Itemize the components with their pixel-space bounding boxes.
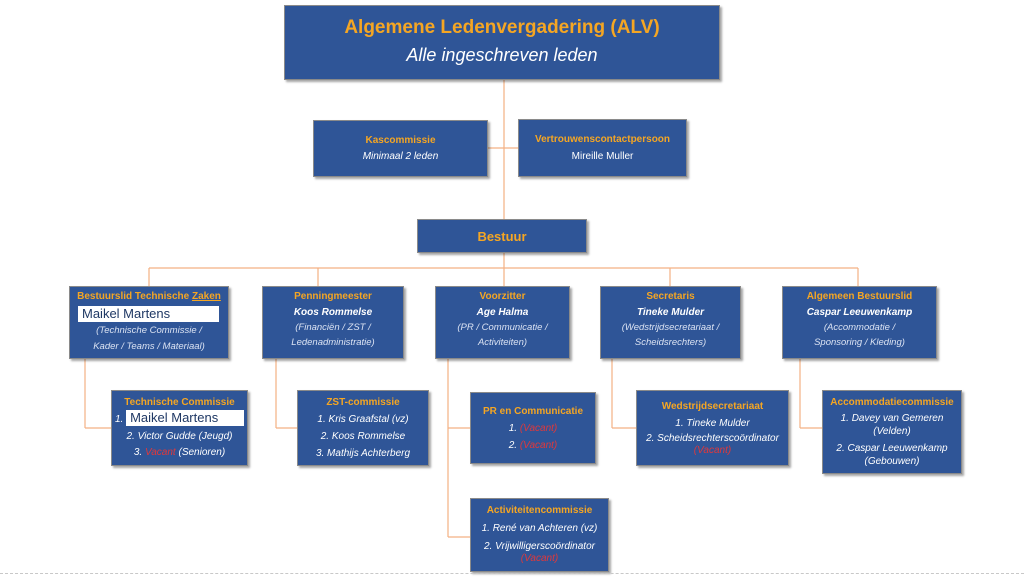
zst-title: ZST-commissie bbox=[326, 397, 400, 408]
kascommissie-text: Minimaal 2 leden bbox=[362, 151, 439, 162]
title-underlined: Zaken bbox=[191, 291, 221, 302]
wedstrijd-line3-vacant: (Vacant) bbox=[693, 445, 732, 456]
zst-line1: 1. Kris Graafstal (vz) bbox=[317, 414, 409, 425]
vertrouwens-box: Vertrouwenscontactpersoon Mireille Mulle… bbox=[518, 119, 687, 177]
wedstrijd-line2: 2. Scheidsrechterscoördinator bbox=[646, 433, 779, 444]
zst-line2: 2. Koos Rommelse bbox=[320, 431, 406, 442]
techcom-title: Technische Commissie bbox=[124, 397, 235, 408]
pr-title: PR en Communicatie bbox=[482, 406, 584, 417]
kascommissie-title: Kascommissie bbox=[365, 135, 436, 146]
techcom-line1-num: 1. bbox=[114, 414, 124, 425]
board-voorzitter: Voorzitter Age Halma (PR / Communicatie … bbox=[435, 286, 570, 359]
board-algemeen-name: Caspar Leeuwenkamp bbox=[806, 307, 913, 318]
board-penningmeester-sub2: Ledenadministratie) bbox=[291, 337, 375, 348]
board-secretaris-name: Tineke Mulder bbox=[636, 307, 705, 318]
accommodatie-line2b: (Gebouwen) bbox=[864, 456, 920, 467]
activiteiten-title: Activiteitencommissie bbox=[486, 505, 593, 516]
page-bottom-divider bbox=[0, 573, 1024, 574]
board-penningmeester-title: Penningmeester bbox=[294, 291, 372, 302]
board-secretaris: Secretaris Tineke Mulder (Wedstrijdsecre… bbox=[600, 286, 741, 359]
accommodatie-line1: 1. Davey van Gemeren bbox=[840, 413, 944, 424]
board-penningmeester-sub1: (Financiën / ZST / bbox=[295, 322, 371, 333]
bestuur-box: Bestuur bbox=[417, 219, 587, 253]
activiteitencommissie-box: Activiteitencommissie 1. René van Achter… bbox=[470, 498, 609, 572]
activiteiten-line3-vacant: (Vacant) bbox=[520, 553, 559, 564]
activiteiten-line1: 1. René van Achteren (vz) bbox=[481, 523, 598, 534]
pr-line1: 1. (Vacant) bbox=[471, 420, 595, 437]
accommodatie-title: Accommodatiecommissie bbox=[830, 397, 954, 408]
pr-line2: 2. (Vacant) bbox=[471, 437, 595, 454]
accommodatie-line1b: (Velden) bbox=[873, 426, 911, 437]
wedstrijd-line1: 1. Tineke Mulder bbox=[675, 418, 750, 429]
accommodatie-line2: 2. Caspar Leeuwenkamp bbox=[836, 443, 948, 454]
board-secretaris-sub2: Scheidsrechters) bbox=[634, 337, 707, 348]
board-voorzitter-name: Age Halma bbox=[476, 307, 529, 318]
board-secretaris-sub1: (Wedstrijdsecretariaat / bbox=[621, 322, 720, 333]
title-prefix: Bestuurslid Technische bbox=[77, 291, 192, 302]
vertrouwens-title: Vertrouwenscontactpersoon bbox=[534, 134, 671, 145]
techcom-line1: 1. Maikel Martens bbox=[112, 410, 247, 428]
kascommissie-box: Kascommissie Minimaal 2 leden bbox=[313, 120, 488, 177]
pr-line1-num: 1. bbox=[508, 423, 518, 434]
board-voorzitter-sub1: (PR / Communicatie / bbox=[457, 322, 548, 333]
pr-communicatie-box: PR en Communicatie 1. (Vacant) 2. (Vacan… bbox=[470, 392, 596, 464]
board-algemeen-title: Algemeen Bestuurslid bbox=[806, 291, 913, 302]
alv-box: Algemene Ledenvergadering (ALV) Alle ing… bbox=[284, 5, 720, 80]
board-technische-zaken: Bestuurslid Technische Zaken Maikel Mart… bbox=[69, 286, 229, 359]
activiteiten-line2: 2. Vrijwilligerscoördinator bbox=[484, 541, 595, 552]
board-voorzitter-title: Voorzitter bbox=[479, 291, 526, 302]
techcom-line3-rest: (Senioren) bbox=[178, 447, 226, 458]
pr-line2-num: 2. bbox=[508, 440, 518, 451]
board-technische-zaken-name: Maikel Martens bbox=[78, 306, 219, 322]
board-penningmeester: Penningmeester Koos Rommelse (Financiën … bbox=[262, 286, 404, 359]
techcom-line3-num: 3. bbox=[133, 447, 143, 458]
board-voorzitter-sub2: Activiteiten) bbox=[477, 337, 528, 348]
board-technische-zaken-sub1: (Technische Commissie / bbox=[96, 325, 202, 336]
board-algemeen-sub2: Sponsoring / Kleding) bbox=[814, 337, 905, 348]
accommodatiecommissie-box: Accommodatiecommissie 1. Davey van Gemer… bbox=[822, 390, 962, 474]
wedstrijd-title: Wedstrijdsecretariaat bbox=[661, 401, 764, 412]
board-algemeen-sub1: (Accommodatie / bbox=[823, 322, 896, 333]
techcom-line1-name: Maikel Martens bbox=[126, 410, 245, 426]
pr-line1-vacant: (Vacant) bbox=[519, 423, 558, 434]
bestuur-title: Bestuur bbox=[477, 229, 527, 244]
board-penningmeester-name: Koos Rommelse bbox=[293, 307, 373, 318]
techcom-line3: 3. Vacant (Senioren) bbox=[112, 445, 247, 461]
techcom-line2: 2. Victor Gudde (Jeugd) bbox=[126, 431, 233, 442]
alv-title: Algemene Ledenvergadering (ALV) bbox=[344, 17, 660, 38]
alv-subtitle: Alle ingeschreven leden bbox=[406, 45, 598, 65]
wedstrijdsecretariaat-box: Wedstrijdsecretariaat 1. Tineke Mulder 2… bbox=[636, 390, 789, 466]
zst-commissie-box: ZST-commissie 1. Kris Graafstal (vz) 2. … bbox=[297, 390, 429, 466]
technische-commissie-box: Technische Commissie 1. Maikel Martens 2… bbox=[111, 390, 248, 466]
board-technische-zaken-sub2: Kader / Teams / Materiaal) bbox=[93, 341, 205, 352]
board-secretaris-title: Secretaris bbox=[646, 291, 695, 302]
board-algemeen-bestuurslid: Algemeen Bestuurslid Caspar Leeuwenkamp … bbox=[782, 286, 937, 359]
pr-line2-vacant: (Vacant) bbox=[519, 440, 558, 451]
zst-line3: 3. Mathijs Achterberg bbox=[315, 448, 411, 459]
vertrouwens-text: Mireille Muller bbox=[571, 151, 634, 162]
board-technische-zaken-title: Bestuurslid Technische Zaken bbox=[70, 291, 228, 302]
techcom-line3-vacant: Vacant bbox=[144, 447, 176, 458]
